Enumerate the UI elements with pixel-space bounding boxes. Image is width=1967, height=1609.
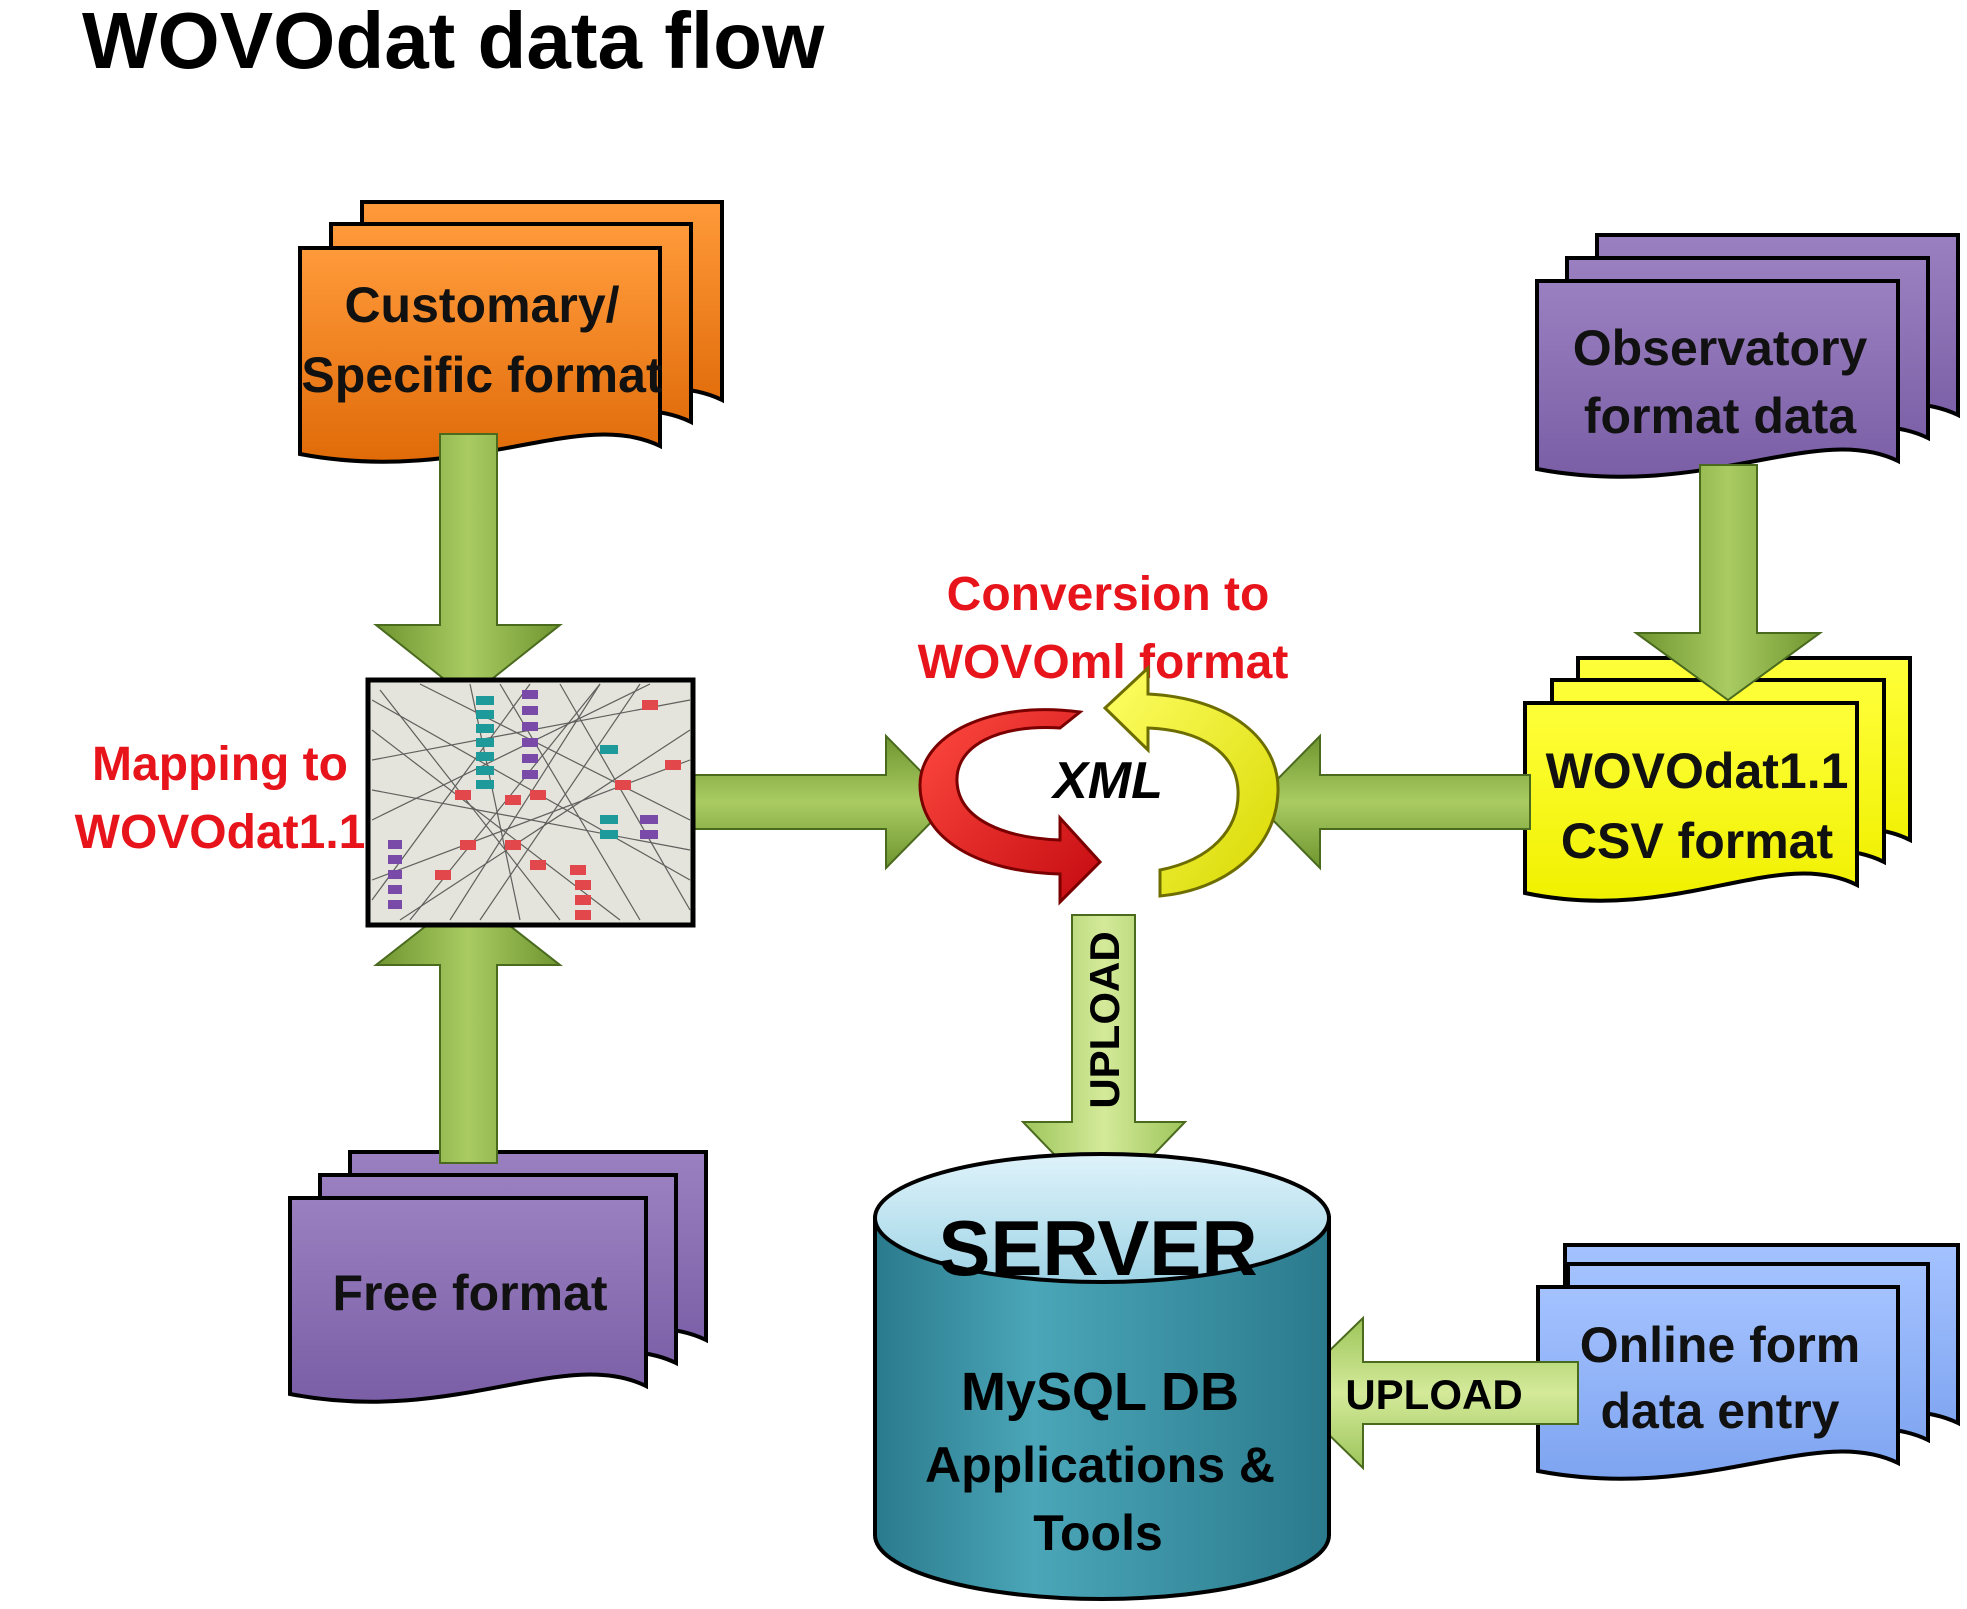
customary-format-line2: Specific format [301,347,663,403]
xml-label: XML [1050,752,1163,810]
arrow-mapping-to-xml [674,733,953,871]
mapping-label-line2: WOVOdat1.1 [75,806,366,859]
free-format-document-stack: Free format [288,1150,708,1404]
observatory-format-line1: Observatory [1573,320,1868,376]
online-form-line2: data entry [1601,1383,1840,1439]
mapping-schema-image [365,677,696,928]
customary-format-line1: Customary/ [344,277,619,333]
observatory-format-line2: format data [1584,388,1857,444]
upload-horizontal-label: UPLOAD [1345,1371,1522,1418]
server-apps-line2: Tools [1033,1505,1163,1561]
wovodat-csv-document-stack: WOVOdat1.1 CSV format [1523,656,1912,903]
arrow-free-to-mapping [373,891,563,1164]
customary-format-document-stack: Customary/ Specific format [298,200,724,464]
mapping-label-line1: Mapping to [92,738,348,791]
conversion-label-line1: Conversion to [947,568,1270,621]
xml-conversion-cycle-icon: XML [918,664,1280,906]
diagram-title: WOVOdat data flow [82,0,825,85]
arrow-observatory-to-csv [1632,464,1824,702]
arrow-csv-to-xml [1253,733,1531,871]
server-db-label: MySQL DB [961,1362,1239,1422]
upload-vertical-label: UPLOAD [1081,931,1128,1108]
observatory-format-document-stack: Observatory format data [1535,233,1960,479]
server-title: SERVER [938,1204,1257,1292]
wovodat-csv-line1: WOVOdat1.1 [1546,743,1849,799]
wovodat-csv-line2: CSV format [1561,813,1834,869]
online-form-document-stack: Online form data entry [1536,1243,1960,1481]
conversion-label-line2: WOVOml format [918,636,1289,689]
free-format-label: Free format [332,1265,607,1321]
server-database-cylinder: SERVER MySQL DB Applications & Tools [873,1152,1331,1601]
server-apps-line1: Applications & [925,1437,1275,1493]
online-form-line1: Online form [1580,1317,1861,1373]
arrow-customary-to-mapping [373,433,563,700]
